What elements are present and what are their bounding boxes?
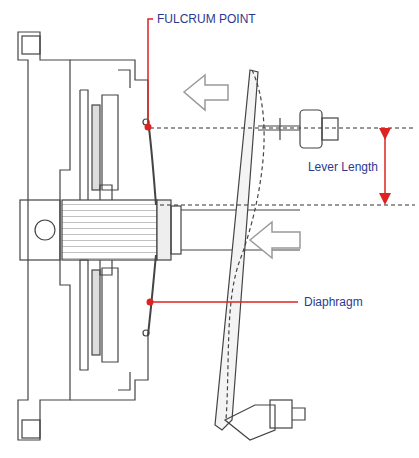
fulcrum-label: FULCRUM POINT xyxy=(155,12,258,26)
lever-length-label: Lever Length xyxy=(306,160,380,174)
diaphragm-label: Diaphragm xyxy=(302,295,365,309)
